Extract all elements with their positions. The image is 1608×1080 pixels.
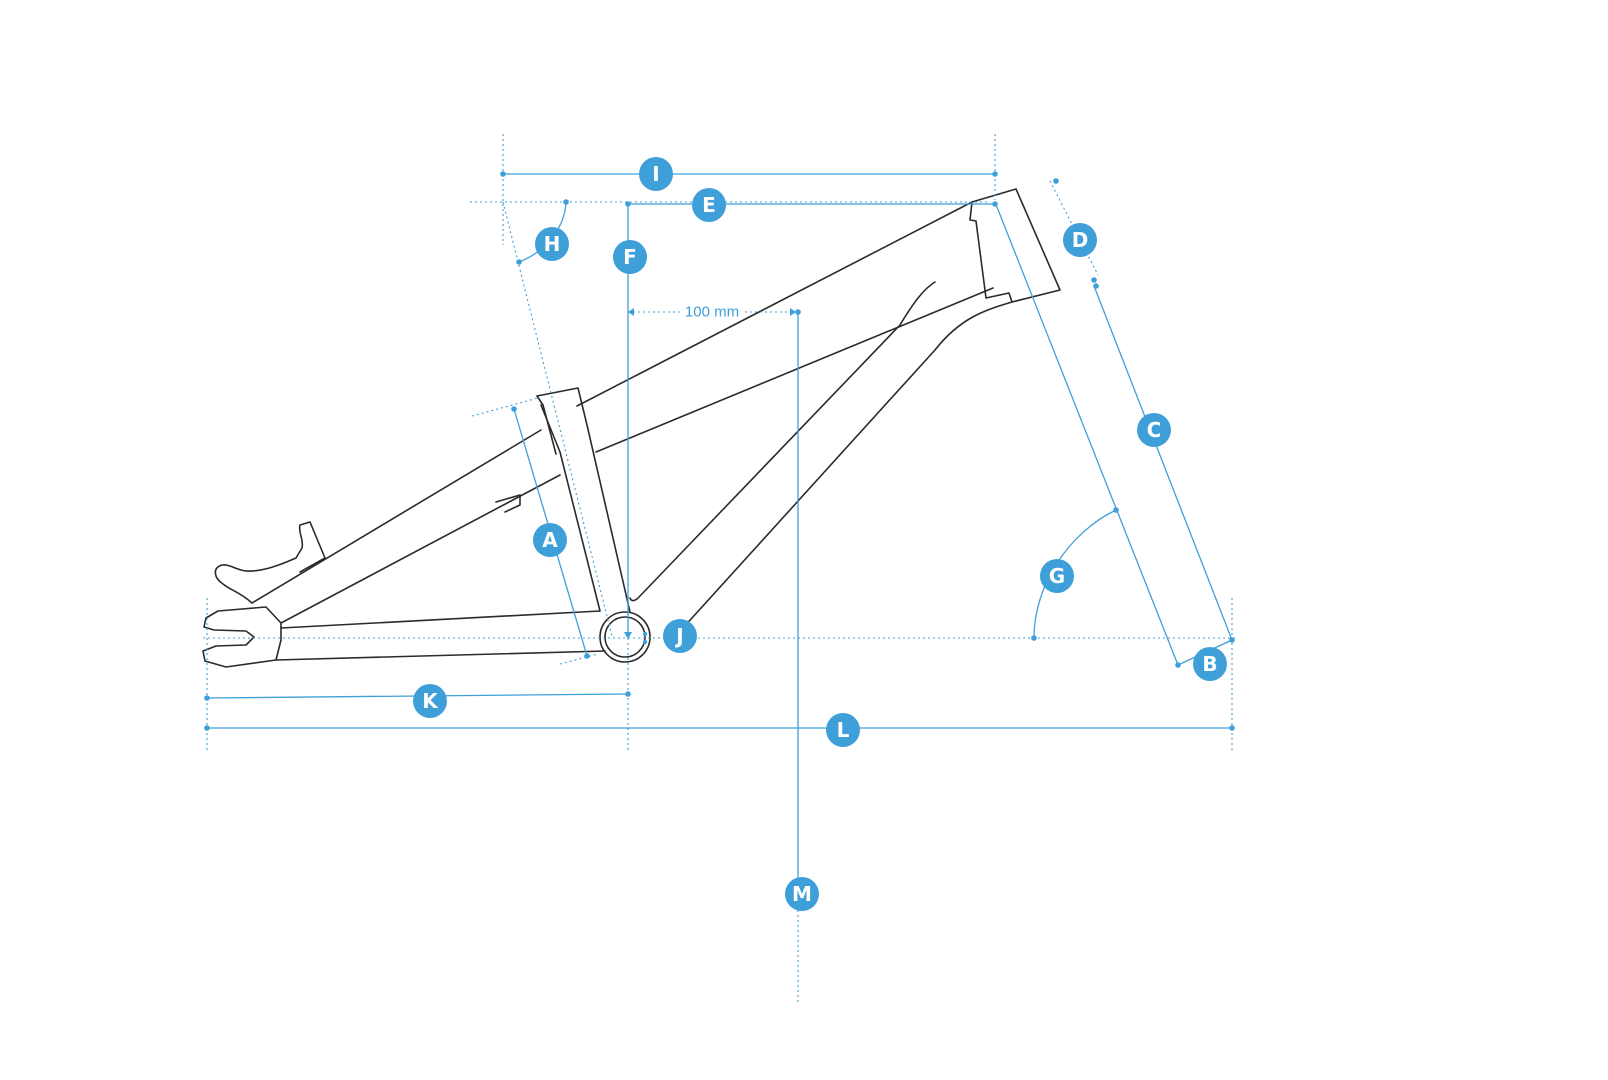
bike-frame [202, 188, 1061, 668]
measure-points [204, 171, 1235, 731]
badge-h: H [535, 227, 569, 261]
down-tube [629, 281, 1013, 641]
guide-lines [203, 134, 1235, 1005]
badge-b: B [1193, 647, 1227, 681]
seat-stay [251, 429, 561, 624]
seat-stay-bridge [495, 494, 521, 513]
top-tube [576, 201, 994, 453]
chain-stay [275, 610, 606, 661]
badge-g: G [1040, 559, 1074, 593]
badge-d-label: D [1072, 228, 1089, 252]
badge-a: A [533, 523, 567, 557]
bottom-bracket-inner [604, 616, 646, 658]
badge-c-label: C [1147, 418, 1162, 442]
offset-note: 100 mm [685, 304, 739, 321]
badge-f-label: F [623, 245, 637, 269]
badge-e-label: E [702, 193, 716, 217]
seat-tube-top [536, 395, 557, 455]
badge-g-label: G [1049, 564, 1065, 588]
badge-l: L [826, 713, 860, 747]
badge-f: F [613, 240, 647, 274]
brake-mount [214, 521, 326, 604]
dropout [202, 606, 282, 668]
badge-m-label: M [792, 882, 812, 906]
badge-j: J [663, 619, 697, 653]
badge-d: D [1063, 223, 1097, 257]
head-tube [969, 188, 1061, 303]
badge-k-label: K [422, 689, 439, 713]
badge-a-label: A [542, 528, 558, 552]
badge-j-label: J [674, 624, 683, 648]
badge-i: I [639, 157, 673, 191]
bottom-bracket-outer [599, 611, 651, 663]
badge-c: C [1137, 413, 1171, 447]
dimension-lines [206, 173, 1233, 880]
badge-l-label: L [837, 718, 850, 742]
seat-tube [536, 387, 631, 613]
badge-b-label: B [1202, 652, 1217, 676]
badge-k: K [413, 684, 447, 718]
badge-h-label: H [544, 232, 561, 256]
badge-e: E [692, 188, 726, 222]
badge-i-label: I [652, 162, 659, 186]
badge-m: M [785, 877, 819, 911]
